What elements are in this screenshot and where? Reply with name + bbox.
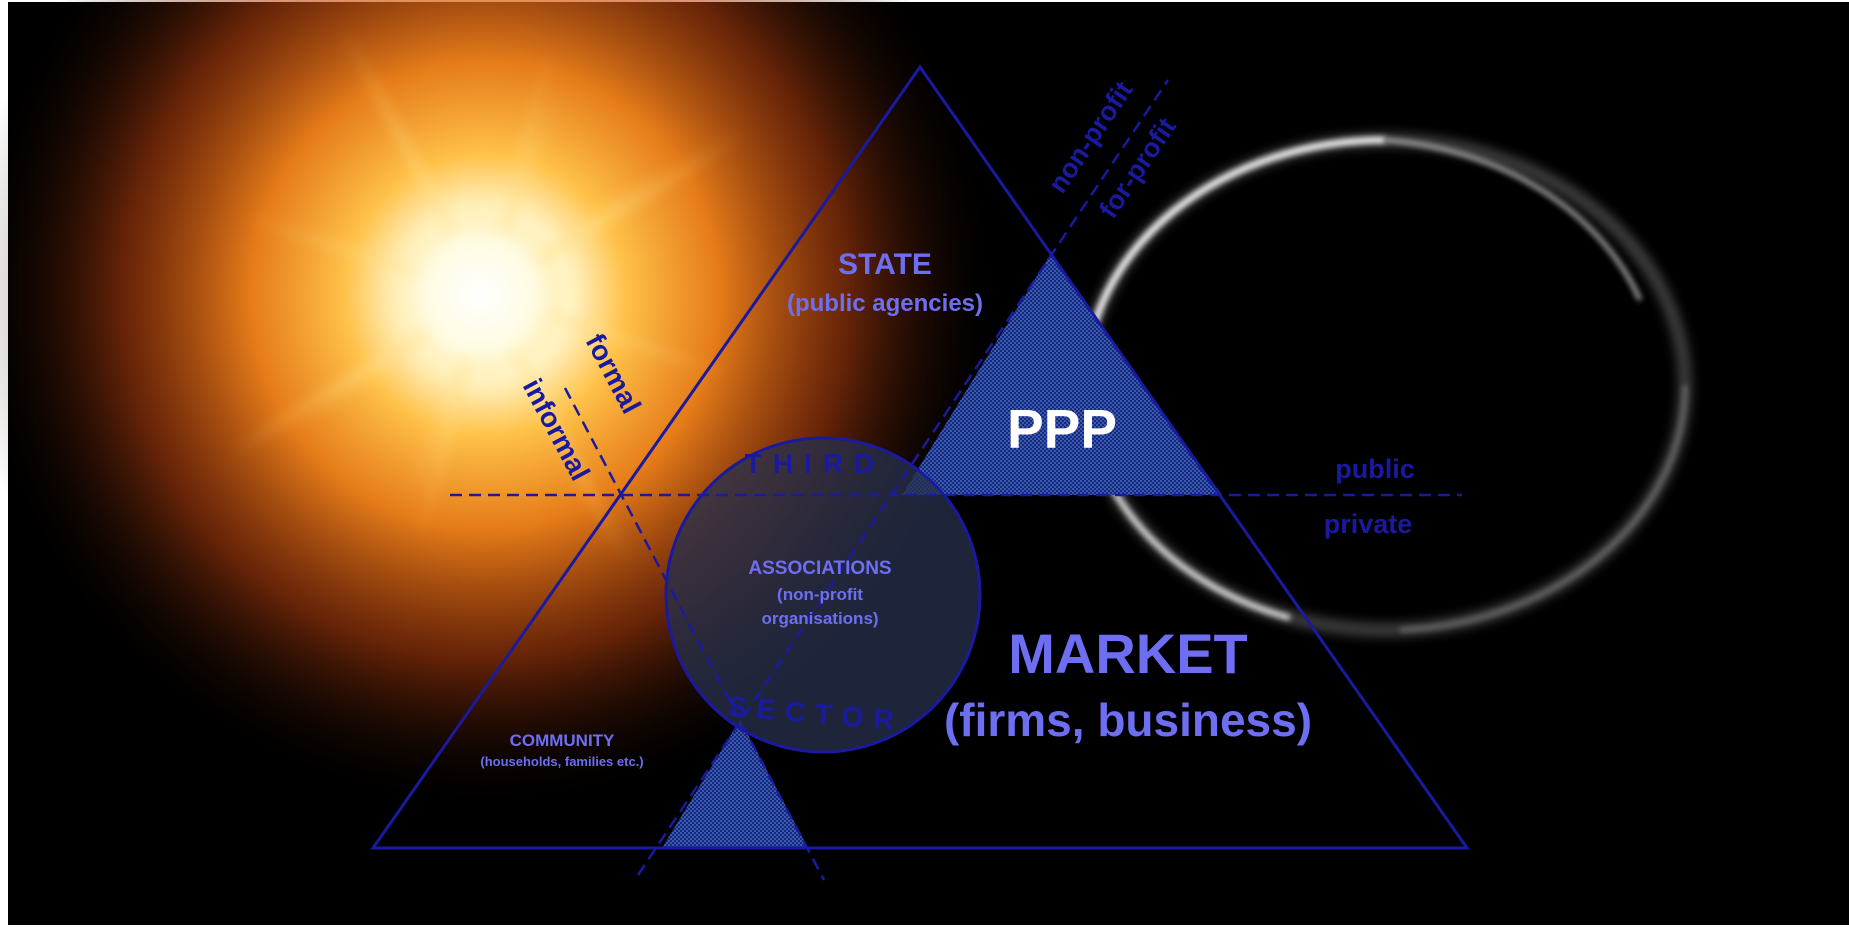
associations-sublabel-1: (non-profit <box>777 585 863 604</box>
community-label: COMMUNITY <box>510 731 615 750</box>
ppp-label: PPP <box>1007 398 1117 460</box>
third-label: THIRD <box>745 448 886 479</box>
state-label: STATE <box>838 248 932 281</box>
welfare-triangle <box>370 64 1470 850</box>
community-market-overlap-region <box>662 720 808 848</box>
ppp-region <box>902 255 1222 495</box>
associations-label: ASSOCIATIONS <box>748 558 891 579</box>
third-sector-circle <box>664 436 982 754</box>
formal-informal-divider <box>563 387 826 881</box>
market-label: MARKET <box>1008 622 1248 685</box>
market-sublabel: (firms, business) <box>944 694 1312 746</box>
private-label: private <box>1324 509 1413 539</box>
divider-lines <box>450 79 1462 881</box>
public-label: public <box>1335 454 1415 484</box>
associations-sublabel-2: organisations) <box>761 609 878 628</box>
profit-divider <box>636 79 1170 876</box>
sun-illustration <box>0 0 1005 815</box>
state-sublabel: (public agencies) <box>787 290 983 317</box>
community-sublabel: (households, families etc.) <box>480 754 643 769</box>
